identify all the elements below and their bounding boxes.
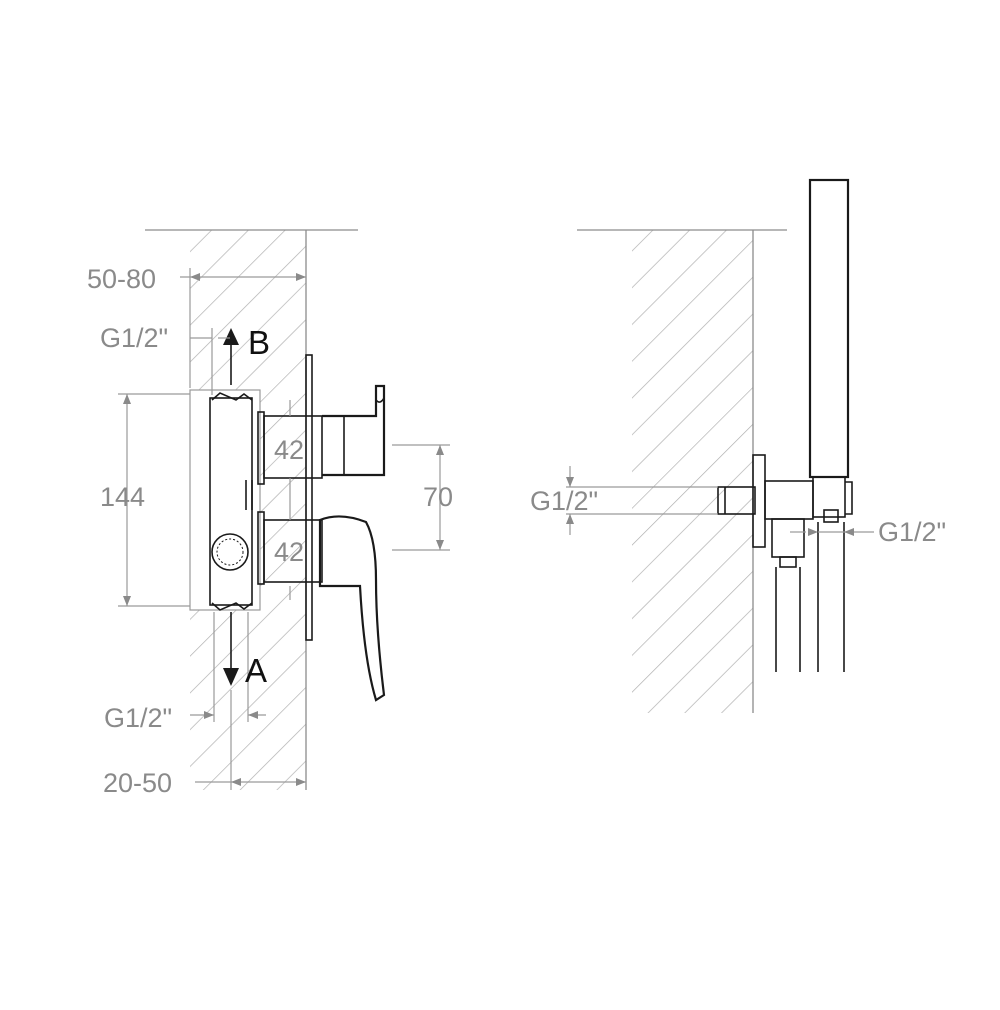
diverter-handle xyxy=(263,384,386,479)
dim-outlet-a-thread: G1/2" xyxy=(104,703,172,733)
left-view-mixer: 50-80 G1/2" B 144 42 42 70 A G1/2" 20-50 xyxy=(87,229,453,798)
concealed-box xyxy=(189,389,261,611)
dimension-lines-right xyxy=(566,466,874,536)
dim-wall-outlet-thread: G1/2" xyxy=(530,486,598,516)
outlet-a-label: A xyxy=(245,652,267,689)
dim-body-height: 144 xyxy=(100,482,145,512)
shower-hose xyxy=(771,518,845,672)
dim-hose-thread: G1/2" xyxy=(878,517,946,547)
dimension-lines-left xyxy=(118,268,450,790)
wall-section-right xyxy=(577,229,787,713)
dim-wall-depth: 50-80 xyxy=(87,264,156,294)
outlet-b-label: B xyxy=(248,324,270,361)
dim-lower-cartridge: 42 xyxy=(274,537,304,567)
dim-handle-spacing: 70 xyxy=(423,482,453,512)
diverter-knob-icon xyxy=(211,533,249,571)
right-view-shower: G1/2" G1/2" xyxy=(530,178,946,713)
dim-outlet-b-thread: G1/2" xyxy=(100,323,168,353)
hand-shower xyxy=(808,178,853,523)
mixer-lever xyxy=(263,515,386,702)
outlet-a-arrow-icon xyxy=(223,612,239,686)
dim-upper-cartridge: 42 xyxy=(274,435,304,465)
outlet-b-arrow-icon xyxy=(223,328,239,385)
dim-install-depth: 20-50 xyxy=(103,768,172,798)
